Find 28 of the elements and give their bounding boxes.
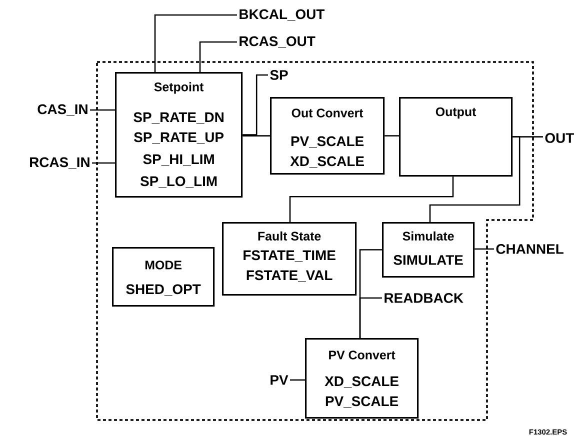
signal-line [289, 176, 454, 222]
signal-line [92, 162, 115, 164]
function-box: Out Convert PV_SCALE XD_SCALE [270, 97, 385, 175]
function-box: Setpoint SP_RATE_DN SP_RATE_UP SP_HI_LIM SP_LO_LIM [115, 72, 243, 198]
parameter-label: RCAS_IN [30, 157, 90, 169]
function-box: MODE SHED_OPT [112, 247, 215, 307]
function-box: Output [399, 97, 513, 177]
parameter-label: SP [270, 70, 288, 80]
parameter-label: CAS_IN [38, 104, 88, 116]
parameter-label: RCAS_OUT [240, 36, 316, 48]
parameter-label: OUT [545, 133, 574, 143]
signal-line [90, 109, 115, 111]
signal-line [384, 135, 399, 136]
parameter-label: BKCAL_OUT [240, 9, 325, 21]
function-box: Simulate SIMULATE [382, 222, 475, 278]
signal-line [154, 14, 237, 72]
signal-line [242, 135, 270, 136]
parameter-label: READBACK [384, 293, 464, 303]
signal-line [290, 379, 305, 381]
signal-line [359, 297, 382, 338]
signal-line [474, 248, 494, 250]
signal-line [429, 136, 520, 222]
function-box: PV Convert XD_SCALE PV_SCALE [305, 338, 419, 419]
signal-line [242, 74, 268, 136]
signal-line [199, 41, 237, 72]
function-box: Fault State FSTATE_TIME FSTATE_VAL [222, 222, 357, 296]
parameter-label: CHANNEL [496, 244, 564, 254]
parameter-label: PV [270, 375, 288, 385]
